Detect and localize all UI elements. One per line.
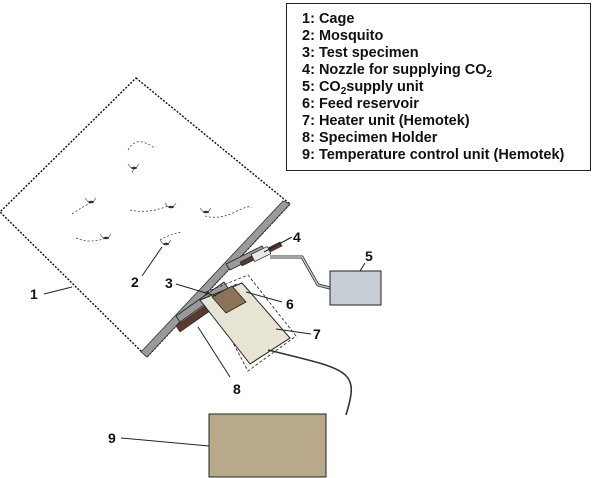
legend-item-co2-nozzle: 4: Nozzle for supplying CO2 xyxy=(302,62,493,80)
legend-item-specimen-holder: 8: Specimen Holder xyxy=(302,130,438,146)
callout-4: 4 xyxy=(293,229,301,245)
callout-leaders xyxy=(43,236,366,447)
mosquito-icon xyxy=(159,239,172,246)
legend-item-test-specimen: 3: Test specimen xyxy=(302,45,419,61)
mosquito-icon xyxy=(99,233,112,240)
callout-8: 8 xyxy=(233,381,241,397)
legend-item-temperature-control-unit: 9: Temperature control unit (Hemotek) xyxy=(302,147,565,163)
feed-reservoir xyxy=(211,285,247,314)
legend-item-co2-supply-unit: 5: CO2supply unit xyxy=(302,79,424,97)
mosquito-icon xyxy=(84,197,97,204)
heater-cable xyxy=(267,349,353,416)
mosquito-icons xyxy=(84,163,212,246)
callout-3: 3 xyxy=(165,275,173,291)
mosquito-icon xyxy=(164,202,177,209)
callout-5: 5 xyxy=(365,248,373,264)
callout-9: 9 xyxy=(108,430,116,446)
legend: 1: Cage 2: Mosquito 3: Test specimen 4: … xyxy=(286,3,591,171)
callout-7: 7 xyxy=(313,326,321,342)
callout-6: 6 xyxy=(286,296,294,312)
callout-1: 1 xyxy=(30,286,38,302)
temperature-control-unit xyxy=(208,413,327,478)
legend-item-cage: 1: Cage xyxy=(302,11,355,27)
mosquito-icon xyxy=(127,163,140,174)
legend-item-feed-reservoir: 6: Feed reservoir xyxy=(302,96,419,112)
co2-supply-unit xyxy=(329,270,382,306)
callout-2: 2 xyxy=(131,274,139,290)
legend-item-heater-unit: 7: Heater unit (Hemotek) xyxy=(302,113,470,129)
legend-item-mosquito: 2: Mosquito xyxy=(302,28,384,44)
mosquito-icon xyxy=(199,207,212,214)
